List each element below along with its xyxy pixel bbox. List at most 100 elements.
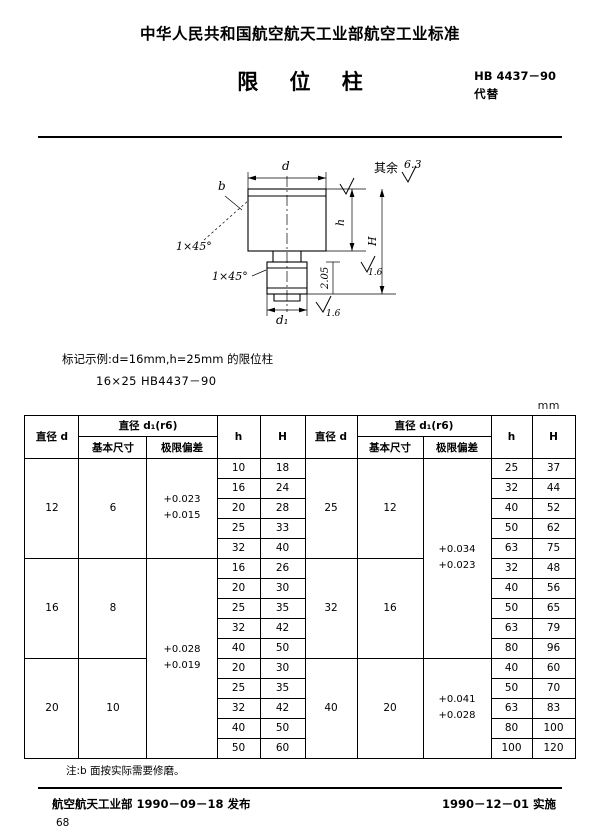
deviation-upper: +0.028 [163, 643, 201, 655]
table-row: 25 35 50 65 [25, 597, 576, 619]
header-diameter-d1-left: 直径 d₁(r6) [78, 414, 218, 437]
deviation-lower: +0.015 [163, 510, 201, 522]
drawing-chamfer-lower: 1×45° [212, 270, 248, 283]
table-note: 注:b 面按实际需要修磨。 [66, 764, 185, 777]
cell-h: 32 [490, 557, 533, 579]
cell-d: 32 [304, 557, 358, 659]
cell-h: 16 [216, 477, 261, 499]
marking-example: 标记示例:d=16mm,h=25mm 的限位柱 16×25 HB4437－90 [62, 349, 600, 393]
drawing-roughness-value: 6.3 [404, 158, 422, 171]
technical-drawing: b d d₁ h H 2.05 1×45° 1×45° 其余 6.3 1.6 1… [0, 144, 600, 339]
cell-H: 96 [531, 637, 576, 659]
header-diameter-d-right: 直径 d [304, 414, 358, 459]
drawing-chamfer-upper: 1×45° [176, 240, 212, 253]
specification-table: 直径 d 直径 d₁(r6) h H 直径 d 直径 d₁(r6) h H 基本… [24, 414, 576, 759]
cell-h: 100 [490, 737, 533, 759]
cell-H: 100 [531, 717, 576, 739]
standard-identifier-block: HB 4437－90 代替 [474, 68, 556, 104]
drawing-finish-a: 1.6 [368, 268, 383, 278]
page-number: 68 [56, 816, 70, 829]
marking-line-2: 16×25 HB4437－90 [96, 373, 217, 388]
table-row: 12 6 +0.023 +0.015 10 18 25 12 +0.034 +0… [24, 457, 576, 659]
header-limit-deviation-right: 极限偏差 [422, 435, 492, 459]
cell-deviation: +0.034 +0.023 [422, 457, 492, 659]
drawing-roughness-note: 其余 [374, 160, 398, 175]
footer-issuer: 航空航天工业部 1990－09－18 发布 [52, 796, 251, 811]
cell-deviation: +0.041 +0.028 [422, 657, 492, 759]
drawing-label-relief: 2.05 [320, 267, 331, 290]
header-H-left: H [259, 414, 306, 459]
cell-h: 50 [216, 737, 261, 759]
deviation-lower: +0.019 [163, 660, 201, 672]
header-diameter-d1-right: 直径 d₁(r6) [356, 414, 492, 437]
cell-d: 16 [24, 557, 80, 659]
drawing-label-b: b [218, 179, 226, 193]
table-body: 12 6 +0.023 +0.015 10 18 25 12 +0.034 +0… [24, 457, 576, 759]
cell-H: 120 [531, 737, 576, 759]
cell-d: 20 [24, 657, 80, 759]
cell-h: 32 [216, 617, 261, 639]
cell-h: 25 [216, 677, 261, 699]
cell-H: 56 [531, 577, 576, 599]
deviation-lower: +0.023 [438, 560, 476, 572]
cell-h: 10 [216, 457, 261, 479]
cell-H: 50 [259, 637, 306, 659]
cell-d: 12 [24, 457, 80, 559]
cell-h: 25 [490, 457, 533, 479]
table-row: 50 60 100 120 [25, 737, 576, 759]
standard-number: HB 4437－90 [474, 69, 556, 83]
cell-h: 25 [216, 517, 261, 539]
cell-H: 50 [259, 717, 306, 739]
cell-H: 62 [531, 517, 576, 539]
cell-h: 20 [216, 497, 261, 519]
cell-h: 40 [490, 657, 533, 679]
deviation-upper: +0.041 [438, 693, 476, 705]
cell-H: 30 [259, 577, 306, 599]
cell-d1: 12 [356, 457, 424, 559]
table-row: 16 8 +0.028 +0.019 16 26 32 16 32 48 [24, 557, 576, 759]
cell-H: 33 [259, 517, 306, 539]
cell-H: 42 [259, 617, 306, 639]
drawing-finish-b: 1.6 [326, 309, 341, 319]
part-name: 限 位 柱 [237, 70, 375, 94]
cell-d1: 20 [356, 657, 424, 759]
marking-line-1: 标记示例:d=16mm,h=25mm 的限位柱 [62, 352, 274, 366]
table-row: 20 10 20 30 40 20 +0.041 +0.028 40 60 [24, 657, 576, 759]
table-unit: mm [537, 398, 560, 412]
header-diameter-d-left: 直径 d [24, 414, 80, 459]
page-title: 中华人民共和国航空航天工业部航空工业标准 [139, 25, 460, 43]
cell-H: 35 [259, 597, 306, 619]
cell-h: 50 [490, 517, 533, 539]
table-row: 32 42 63 83 [25, 697, 576, 719]
limit-post-drawing-svg: b d d₁ h H 2.05 1×45° 1×45° 其余 6.3 1.6 1… [176, 158, 422, 327]
cell-h: 80 [490, 637, 533, 659]
cell-h: 20 [216, 577, 261, 599]
cell-h: 80 [490, 717, 533, 739]
document-page: 中华人民共和国航空航天工业部航空工业标准 限 位 柱 HB 4437－90 代替 [0, 25, 600, 829]
cell-H: 60 [531, 657, 576, 679]
footer-divider [38, 786, 562, 789]
cell-H: 44 [531, 477, 576, 499]
footer-effective-date: 1990－12－01 实施 [441, 796, 556, 811]
cell-H: 65 [531, 597, 576, 619]
table-row: 40 50 80 96 [25, 637, 576, 659]
cell-H: 28 [259, 497, 306, 519]
cell-h: 50 [490, 677, 533, 699]
cell-H: 75 [531, 537, 576, 559]
cell-H: 79 [531, 617, 576, 639]
cell-H: 42 [259, 697, 306, 719]
cell-h: 40 [216, 637, 261, 659]
cell-h: 63 [490, 537, 533, 559]
cell-H: 18 [259, 457, 306, 479]
cell-d: 40 [304, 657, 358, 759]
cell-h: 32 [216, 697, 261, 719]
cell-d: 25 [304, 457, 358, 559]
cell-deviation: +0.023 +0.015 [146, 457, 218, 559]
cell-d1: 8 [78, 557, 148, 659]
cell-H: 70 [531, 677, 576, 699]
cell-h: 50 [490, 597, 533, 619]
cell-H: 52 [531, 497, 576, 519]
cell-H: 40 [259, 537, 306, 559]
cell-d1: 10 [78, 657, 148, 759]
replaces-label: 代替 [474, 86, 500, 101]
